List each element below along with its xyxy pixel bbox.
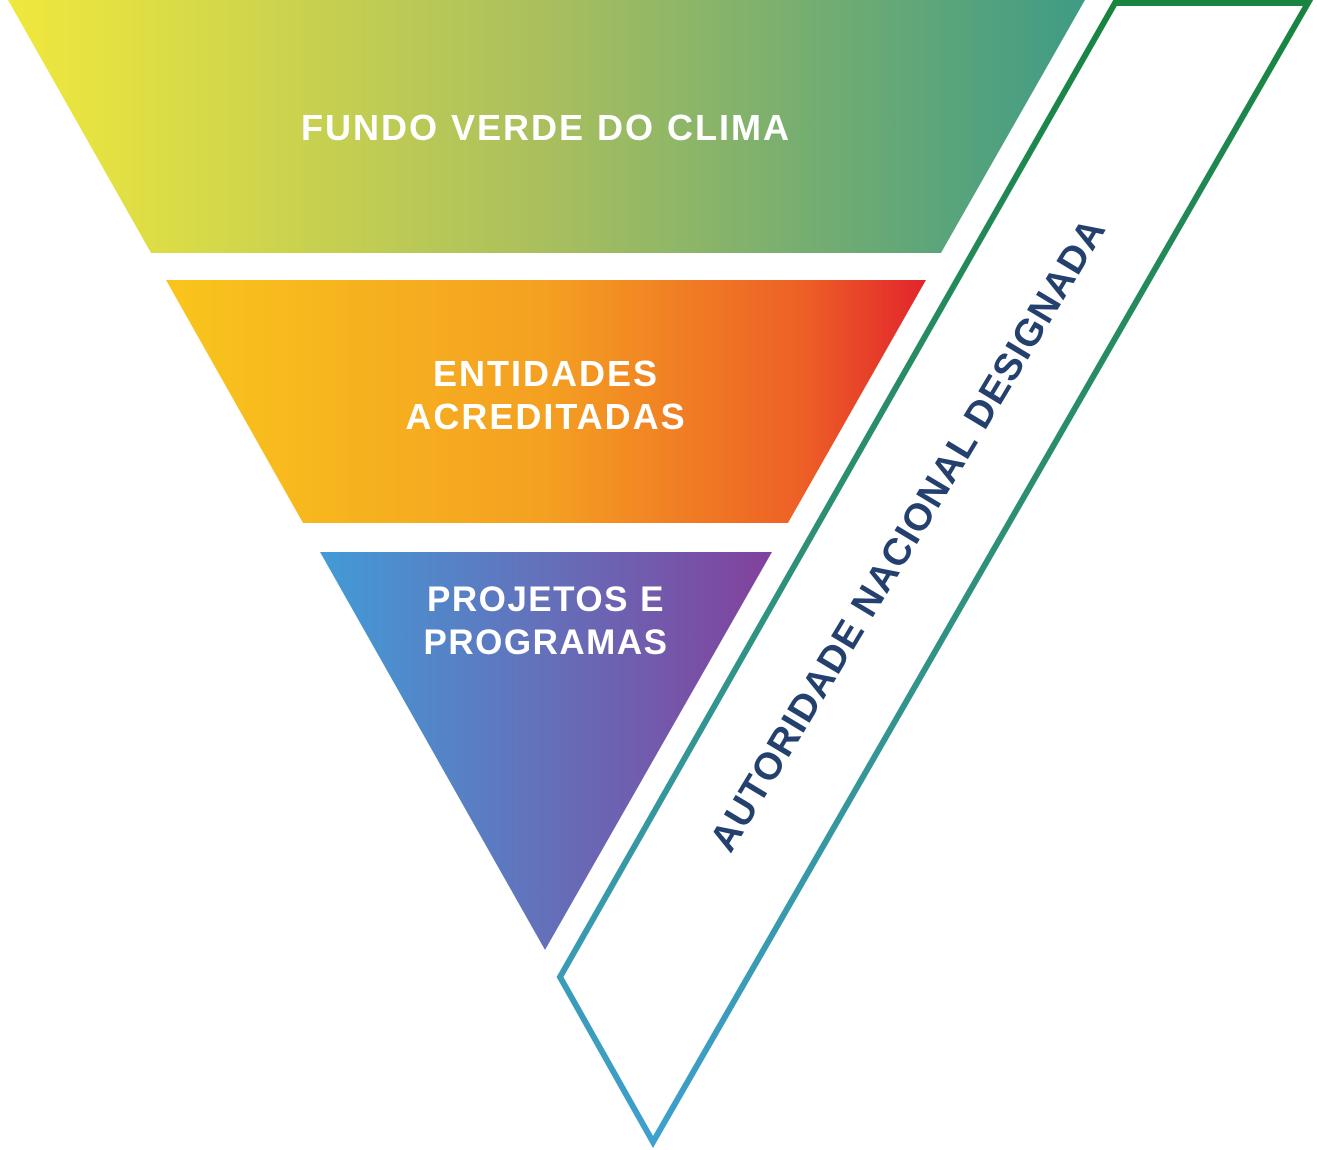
level-2-label: ENTIDADES ACREDITADAS [0,352,1092,438]
level-3-label-line-2: PROGRAMAS [423,623,669,662]
funnel-level-2-shape [166,280,926,523]
level-3-label: PROJETOS E PROGRAMAS [0,578,1092,664]
level-1-label: FUNDO VERDE DO CLIMA [301,107,791,148]
nda-ribbon-shape [556,0,1314,1149]
funnel-level-3-shape [320,552,772,950]
level-2-label-line-1: ENTIDADES [432,353,660,394]
level-3-label-line-1: PROJETOS E [426,580,666,619]
level-2-label-line-2: ACREDITADAS [405,396,687,437]
funnel-level-1-shape [8,0,1085,253]
